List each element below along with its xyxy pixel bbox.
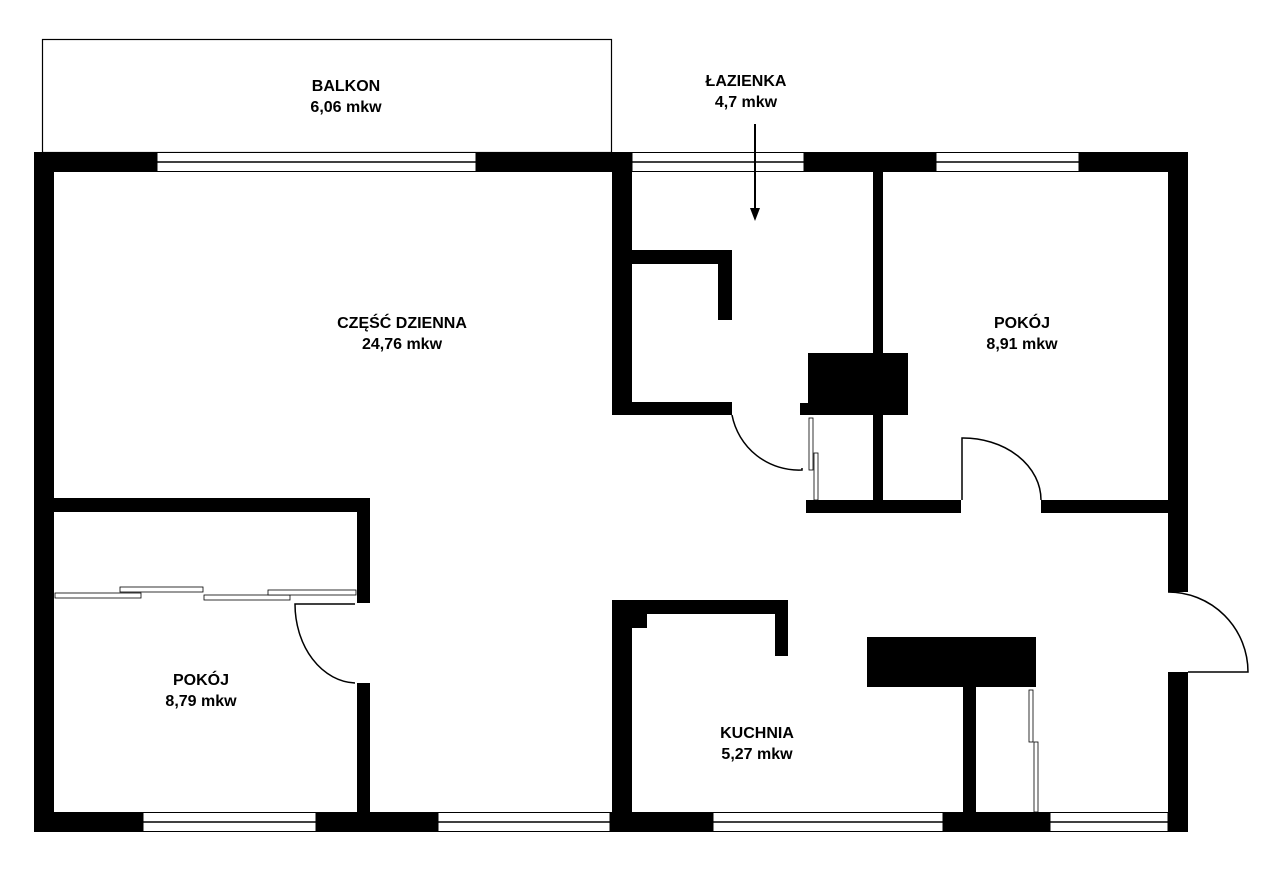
door-swing <box>961 437 1042 501</box>
sliding-doors <box>54 417 1039 813</box>
wall <box>800 403 810 415</box>
room-label-pokoj-1: POKÓJ 8,91 mkw <box>986 313 1057 355</box>
room-label-kuchnia: KUCHNIA 5,27 mkw <box>720 723 794 765</box>
doors <box>294 414 1249 684</box>
wall <box>808 353 908 415</box>
wall <box>718 250 732 320</box>
room-label-lazienka: ŁAZIENKA 4,7 mkw <box>706 71 787 113</box>
wall <box>612 402 732 415</box>
wall <box>316 812 438 832</box>
room-name: BALKON <box>311 78 381 95</box>
door-swing <box>731 414 803 471</box>
room-label-balkon: BALKON 6,06 mkw <box>310 76 381 118</box>
room-area: 4,7 mkw <box>714 94 778 111</box>
room-area: 8,91 mkw <box>986 336 1058 353</box>
wall <box>873 172 883 502</box>
wall <box>476 152 632 172</box>
room-area: 24,76 mkw <box>361 336 443 353</box>
wall <box>867 637 1036 687</box>
wall <box>610 812 713 832</box>
wall <box>632 250 732 264</box>
wall <box>632 614 647 628</box>
wall <box>34 152 157 172</box>
arrow-down-icon <box>750 124 760 221</box>
wall <box>804 152 936 172</box>
wall <box>806 500 961 513</box>
door-swing <box>294 603 356 684</box>
room-name: CZĘŚĆ DZIENNA <box>337 315 467 332</box>
door-swing <box>1167 591 1249 673</box>
room-area: 8,79 mkw <box>165 693 237 710</box>
wall <box>34 152 54 832</box>
room-area: 6,06 mkw <box>310 99 382 116</box>
room-area: 5,27 mkw <box>721 746 793 763</box>
room-label-pokoj-2: POKÓJ 8,79 mkw <box>165 670 236 712</box>
wall <box>612 152 632 415</box>
room-name: POKÓJ <box>172 672 229 689</box>
wall <box>963 687 976 812</box>
room-name: POKÓJ <box>993 315 1050 332</box>
room-label-czesc-dzienna: CZĘŚĆ DZIENNA 24,76 mkw <box>337 313 467 355</box>
wall <box>1079 152 1188 172</box>
wall <box>943 812 1050 832</box>
room-name: KUCHNIA <box>720 725 794 742</box>
walls <box>34 152 1188 832</box>
wall <box>775 600 788 656</box>
window-lines <box>143 161 1168 823</box>
wall <box>54 498 370 512</box>
wall <box>1041 500 1168 513</box>
wall <box>34 812 143 832</box>
room-name: ŁAZIENKA <box>705 73 787 90</box>
wall <box>357 498 370 603</box>
wall <box>1168 672 1188 832</box>
wall <box>612 600 788 614</box>
wall <box>1168 152 1188 592</box>
wall <box>357 683 370 812</box>
wall <box>612 600 632 812</box>
